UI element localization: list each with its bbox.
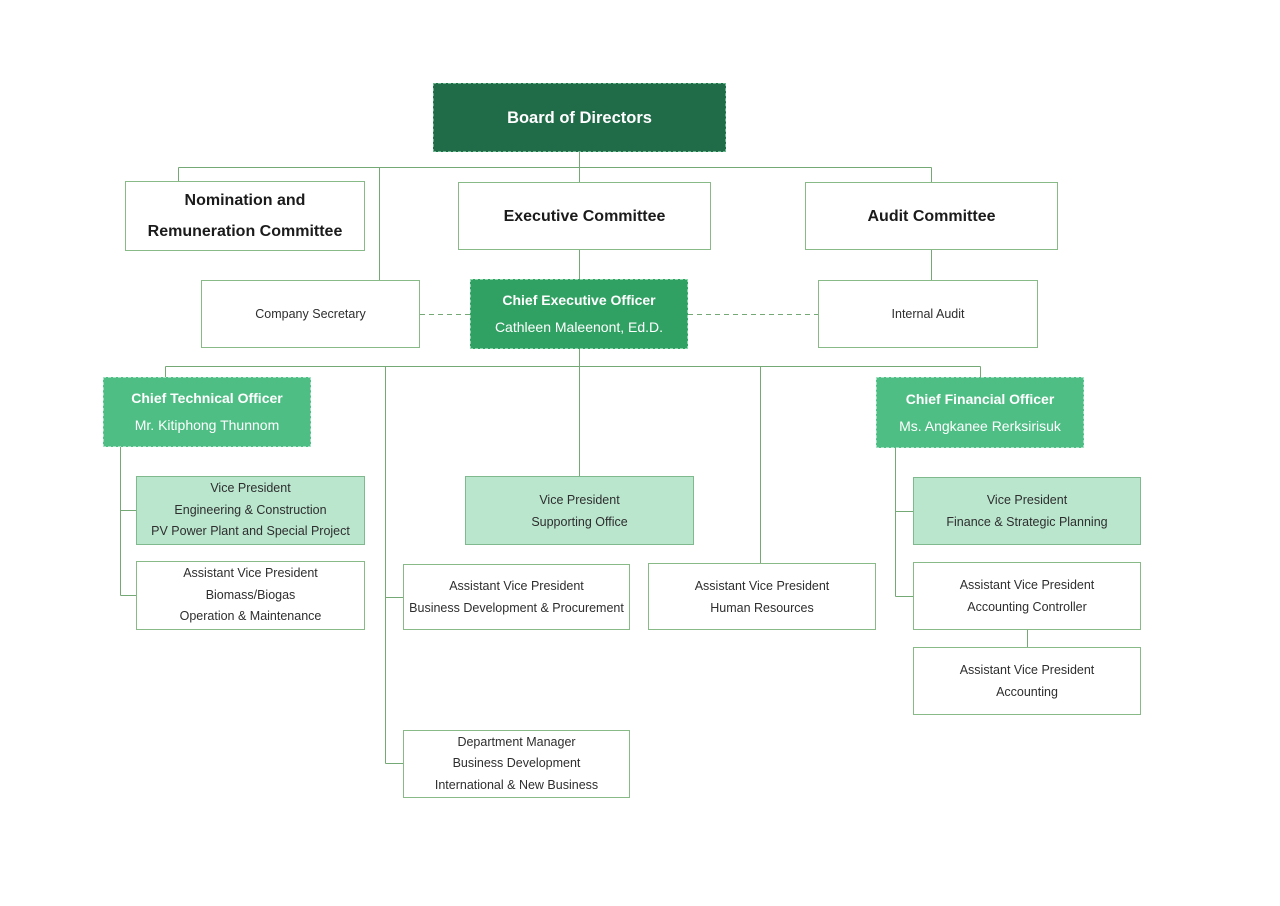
avp-human-resources-box: Assistant Vice President Human Resources xyxy=(648,563,876,630)
avp-business-dev-line1: Assistant Vice President xyxy=(449,579,584,593)
avp-accounting-controller-line2: Accounting Controller xyxy=(967,600,1087,614)
avp-hr-line2: Human Resources xyxy=(710,600,814,615)
dept-manager-line3: International & New Business xyxy=(434,777,599,792)
avp-biomass-line1: Assistant Vice President xyxy=(183,566,318,581)
audit-committee-title: Audit Committee xyxy=(867,207,996,225)
vp-engineering-box: Vice President Engineering & Constructio… xyxy=(136,476,365,545)
vp-engineering-line2: Engineering & Construction xyxy=(174,502,327,517)
vp-engineering-line3: PV Power Plant and Special Project xyxy=(151,524,350,539)
board-of-directors-title: Board of Directors xyxy=(507,108,652,127)
executive-committee-title: Executive Committee xyxy=(503,207,666,225)
company-secretary-title: Company Secretary xyxy=(255,306,366,321)
ceo-title: Chief Executive Officer xyxy=(502,292,656,308)
dept-manager-line1: Department Manager xyxy=(457,734,576,749)
vp-finance-line2: Finance & Strategic Planning xyxy=(946,515,1108,529)
avp-accounting-line1: Assistant Vice President xyxy=(959,663,1095,677)
vp-supporting-office-box: Vice President Supporting Office xyxy=(465,476,694,545)
avp-business-dev-line2: Business Development & Procurement xyxy=(409,601,624,615)
vp-finance-box: Vice President Finance & Strategic Plann… xyxy=(913,477,1141,545)
avp-biomass-line3: Operation & Maintenance xyxy=(179,609,322,624)
avp-accounting-box: Assistant Vice President Accounting xyxy=(913,647,1141,715)
avp-biomass-box: Assistant Vice President Biomass/Biogas … xyxy=(136,561,365,630)
avp-accounting-line2: Accounting xyxy=(996,685,1058,699)
internal-audit-box: Internal Audit xyxy=(818,280,1038,348)
cto-box: Chief Technical Officer Mr. Kitiphong Th… xyxy=(103,377,311,447)
cfo-title: Chief Financial Officer xyxy=(905,390,1055,407)
avp-hr-line1: Assistant Vice President xyxy=(694,578,830,593)
dept-manager-line2: Business Development xyxy=(452,756,581,771)
board-of-directors-box: Board of Directors xyxy=(433,83,726,152)
cfo-name: Ms. Angkanee Rerksirisuk xyxy=(899,417,1061,434)
cto-title: Chief Technical Officer xyxy=(131,390,283,406)
avp-business-development-box: Assistant Vice President Business Develo… xyxy=(403,564,630,630)
dept-manager-business-development-box: Department Manager Business Development … xyxy=(403,730,630,798)
avp-accounting-controller-line1: Assistant Vice President xyxy=(959,578,1095,592)
vp-finance-line1: Vice President xyxy=(986,493,1068,507)
audit-committee-box: Audit Committee xyxy=(805,182,1058,250)
nomination-committee-line1: Nomination and xyxy=(184,192,306,209)
avp-biomass-line2: Biomass/Biogas xyxy=(205,587,296,602)
cfo-box: Chief Financial Officer Ms. Angkanee Rer… xyxy=(876,377,1084,448)
company-secretary-box: Company Secretary xyxy=(201,280,420,348)
avp-accounting-controller-box: Assistant Vice President Accounting Cont… xyxy=(913,562,1141,630)
cto-name: Mr. Kitiphong Thunnom xyxy=(134,417,280,433)
ceo-box: Chief Executive Officer Cathleen Maleeno… xyxy=(470,279,688,349)
vp-supporting-line2: Supporting Office xyxy=(531,514,628,529)
ceo-name: Cathleen Maleenont, Ed.D. xyxy=(494,319,664,335)
executive-committee-box: Executive Committee xyxy=(458,182,711,250)
vp-engineering-line1: Vice President xyxy=(210,481,291,496)
vp-supporting-line1: Vice President xyxy=(539,492,620,507)
internal-audit-title: Internal Audit xyxy=(891,306,965,321)
nomination-remuneration-committee-box: Nomination and Remuneration Committee xyxy=(125,181,365,251)
nomination-committee-line2: Remuneration Committee xyxy=(147,223,343,240)
